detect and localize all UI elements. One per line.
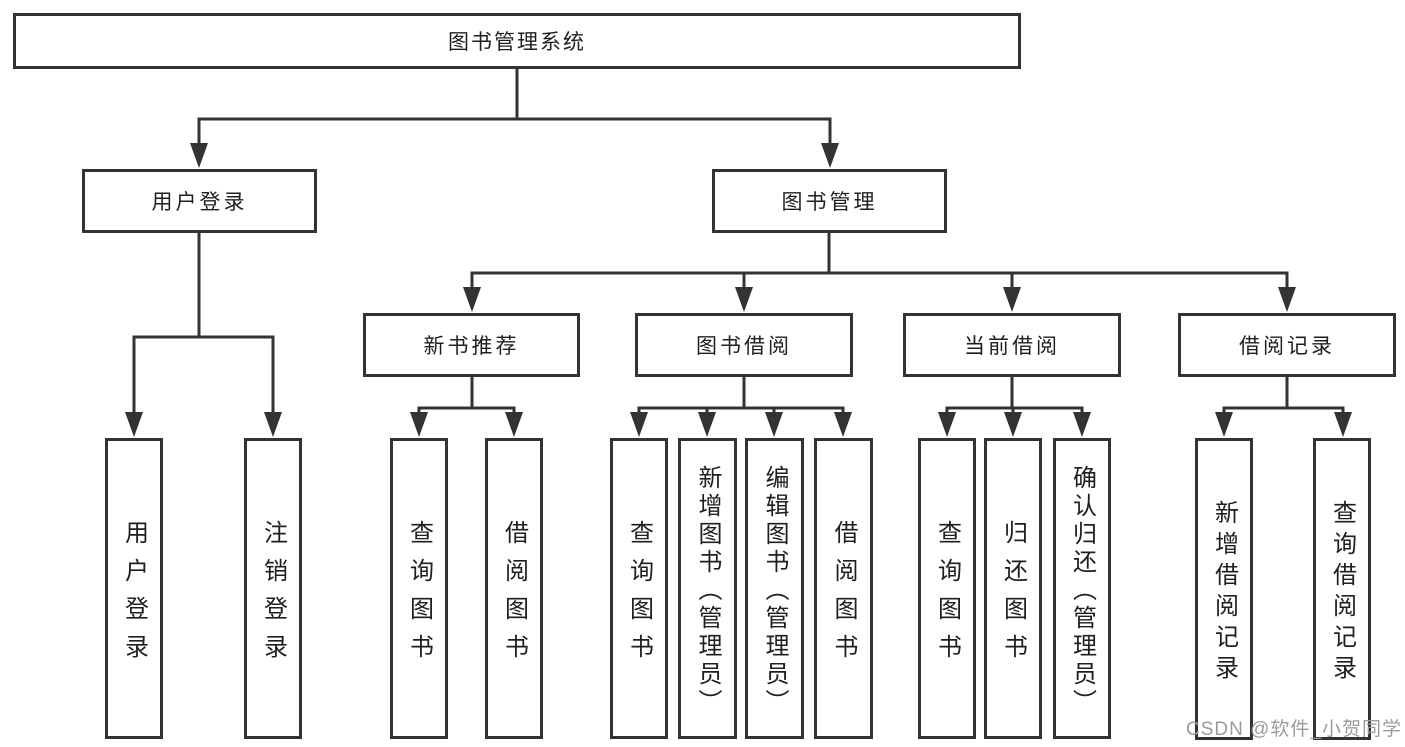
node-library-system: 图书管理系统 [13, 13, 1021, 69]
leaf-current-confirm-return-admin: 确认归还（管理员） [1053, 438, 1111, 739]
watermark: CSDN @软件_小贺同学 [1186, 719, 1402, 740]
leaf-borrowing-search-book: 查询图书 [610, 438, 668, 739]
leaf-user-login: 用户登录 [105, 438, 163, 739]
leaf-records-search-record: 查询借阅记录 [1313, 438, 1371, 740]
node-new-book-recommend: 新书推荐 [363, 313, 580, 377]
node-current-borrowing: 当前借阅 [903, 313, 1121, 377]
arrowheads [125, 143, 1352, 437]
node-user-login: 用户登录 [82, 169, 317, 233]
node-borrowing-records: 借阅记录 [1178, 313, 1396, 377]
leaf-current-search-book: 查询图书 [918, 438, 976, 739]
leaf-borrowing-edit-book-admin: 编辑图书（管理员） [745, 438, 804, 739]
leaf-records-add-record: 新增借阅记录 [1195, 438, 1253, 740]
leaf-borrowing-borrow-book: 借阅图书 [814, 438, 873, 739]
leaf-recommend-borrow-book: 借阅图书 [485, 438, 543, 739]
node-book-borrowing: 图书借阅 [635, 313, 853, 377]
leaf-current-return-book: 归还图书 [984, 438, 1042, 739]
node-book-management: 图书管理 [712, 169, 947, 233]
leaf-logout-login: 注销登录 [244, 438, 302, 739]
leaf-recommend-search-book: 查询图书 [390, 438, 448, 739]
leaf-borrowing-add-book-admin: 新增图书（管理员） [678, 438, 737, 739]
